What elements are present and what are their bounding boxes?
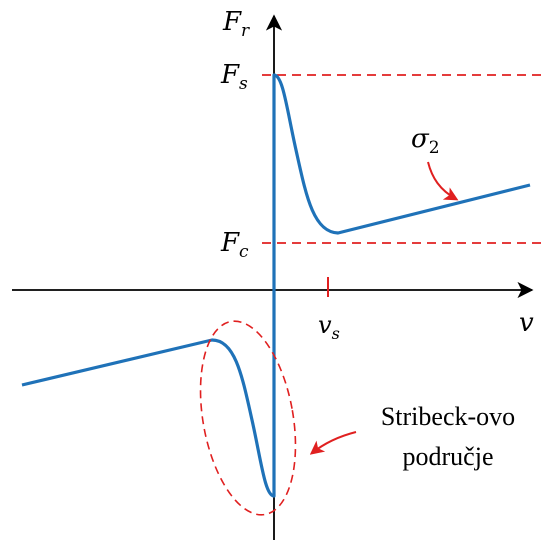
sigma-arrow xyxy=(427,161,459,201)
fs-label: Fs xyxy=(220,60,248,94)
stribeck-label-line2: područje xyxy=(403,442,494,471)
friction-curve-positive xyxy=(272,73,531,290)
vs-label: vs xyxy=(318,311,340,343)
x-axis-label: v xyxy=(519,308,534,338)
sigma-label: σ2 xyxy=(411,124,440,158)
stribeck-region-ellipse xyxy=(199,320,297,516)
stribeck-arrow xyxy=(309,431,357,455)
fc-label: Fc xyxy=(220,228,249,262)
friction-curve-negative xyxy=(21,290,276,498)
stribeck-label-line1: Stribeck-ovo xyxy=(381,402,515,431)
y-axis-label: Fr xyxy=(222,7,250,41)
